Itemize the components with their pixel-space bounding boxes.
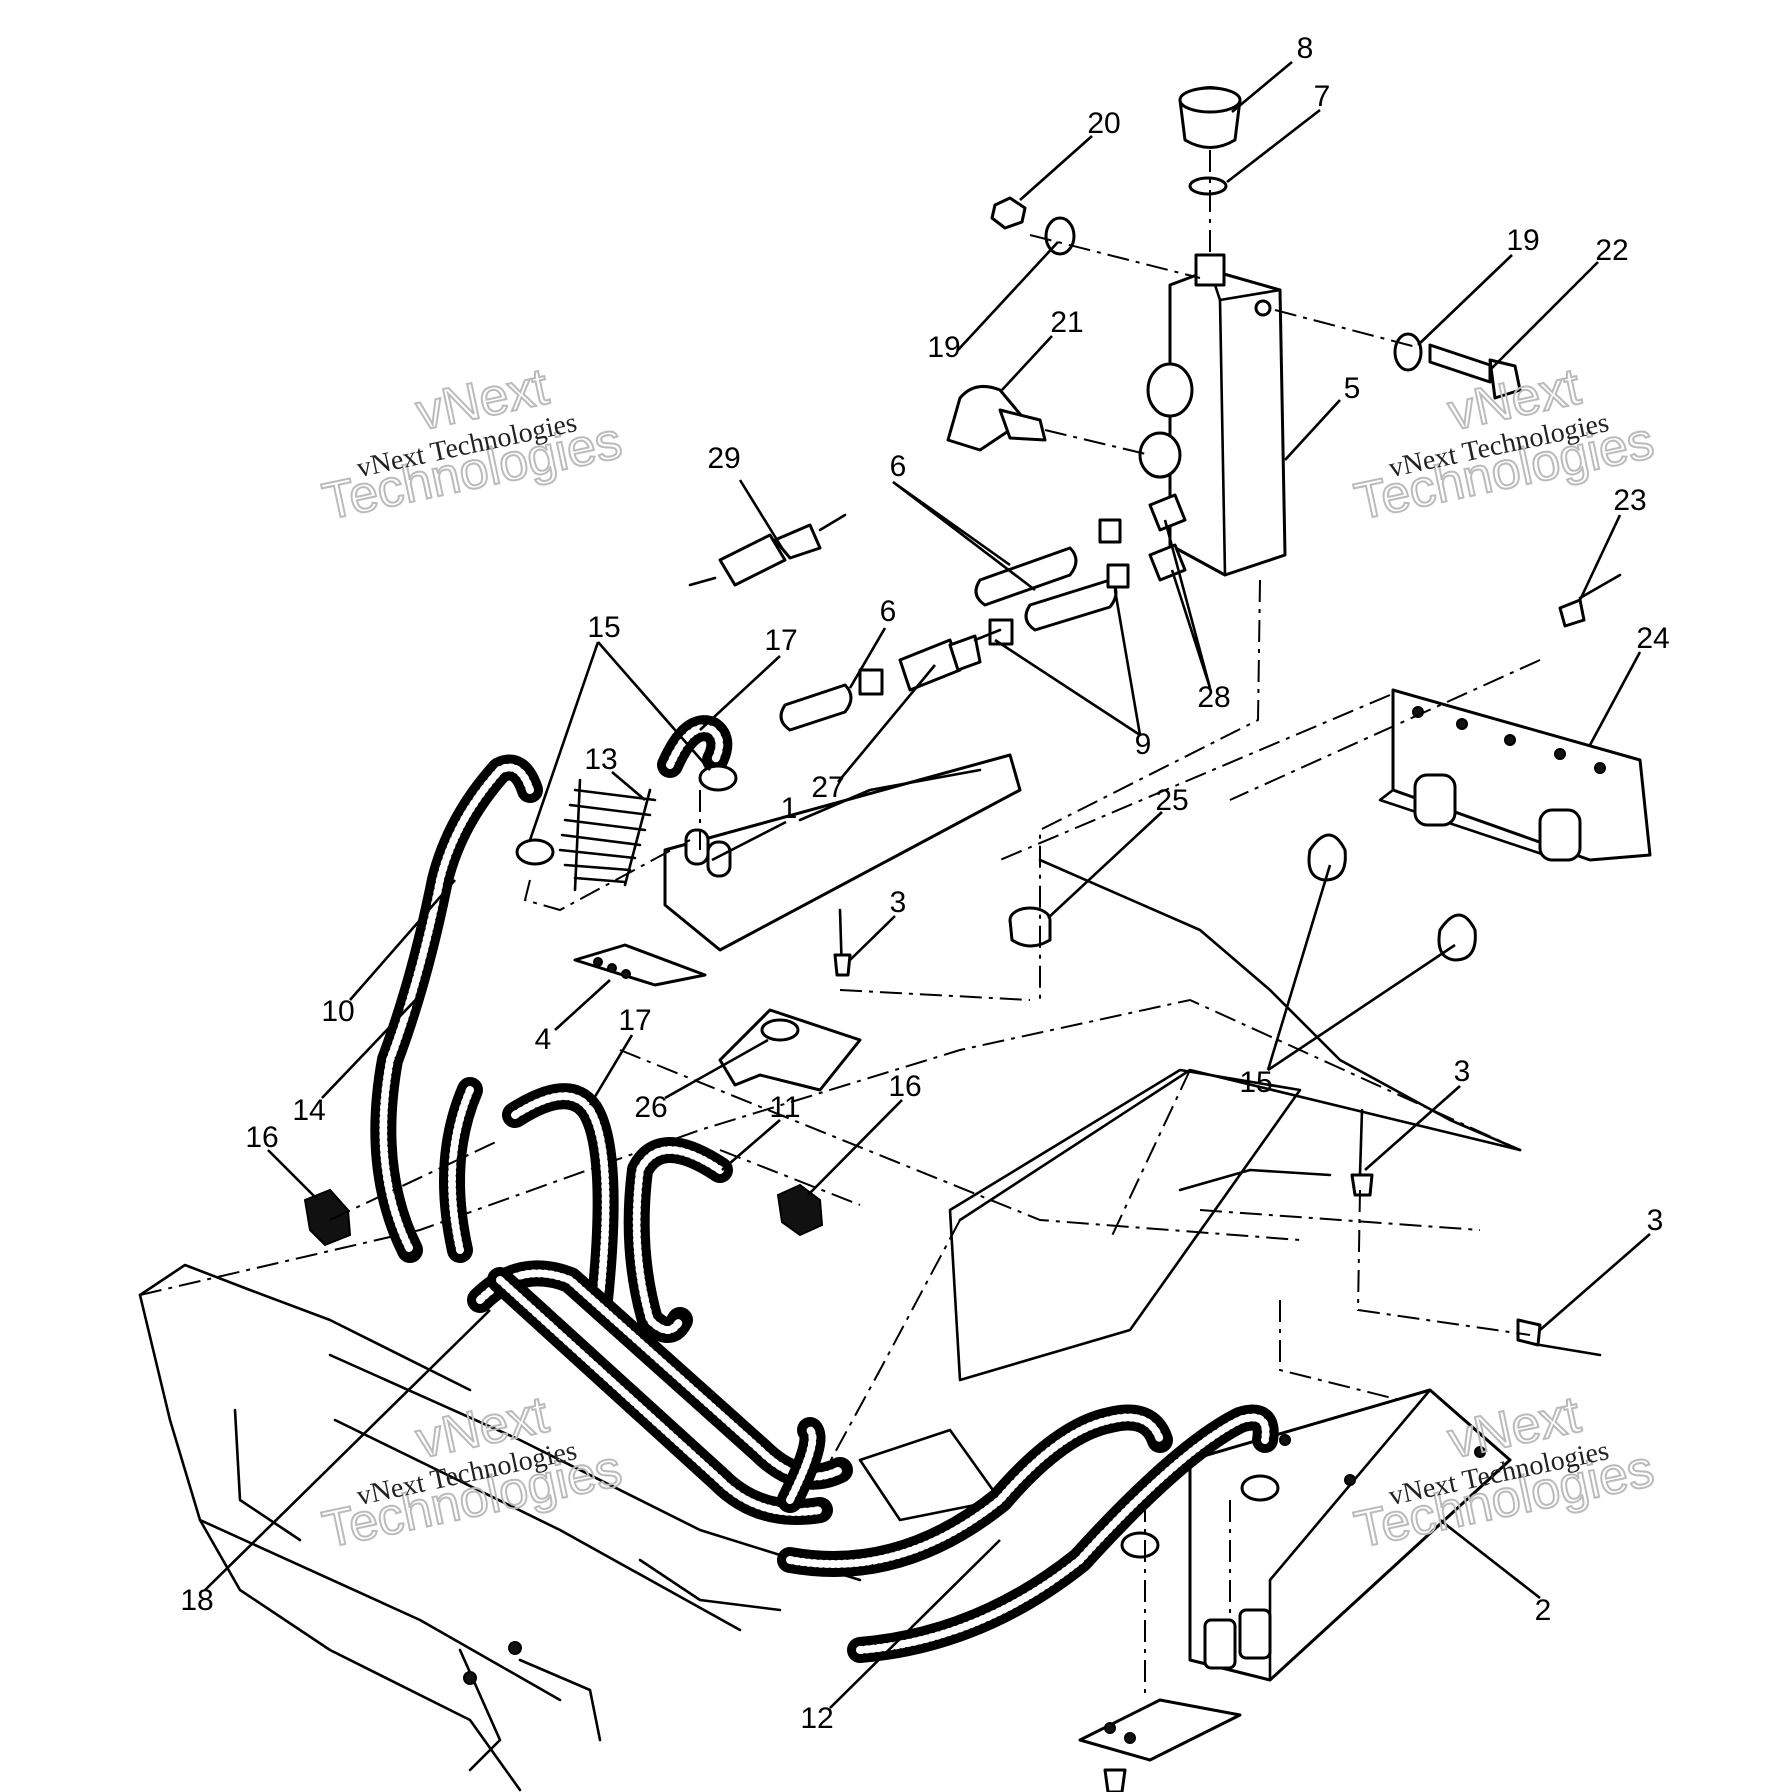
fasteners	[990, 150, 1522, 400]
sensor-21	[946, 384, 1151, 456]
callout-1: 1	[781, 792, 798, 825]
gasket-7	[1188, 176, 1228, 196]
callout-3: 3	[1454, 1055, 1471, 1088]
heat-exchanger-1	[663, 753, 1022, 952]
hose-17	[502, 715, 733, 1313]
callout-16: 16	[245, 1121, 278, 1154]
callout-11: 11	[769, 1091, 800, 1124]
callout-19: 19	[1506, 224, 1539, 257]
callout-15: 15	[1239, 1066, 1272, 1099]
spring-13	[558, 778, 657, 892]
callout-3: 3	[1647, 1204, 1664, 1237]
callout-27: 27	[811, 771, 844, 804]
callout-12: 12	[800, 1702, 833, 1735]
assembly-lines	[329, 579, 1541, 1700]
callout-23: 23	[1613, 484, 1646, 517]
bushing-25	[1008, 906, 1052, 948]
callout-6: 6	[890, 450, 907, 483]
callout-16: 16	[888, 1070, 921, 1103]
chassis-frame	[138, 998, 1522, 1792]
callout-4: 4	[535, 1023, 552, 1056]
bolt-22	[1428, 343, 1492, 384]
callout-24: 24	[1636, 622, 1669, 655]
nut-20	[990, 196, 1027, 230]
callout-8: 8	[1297, 32, 1314, 65]
callout-29: 29	[707, 442, 740, 475]
callout-7: 7	[1314, 80, 1331, 113]
callout-22: 22	[1595, 234, 1628, 267]
callout-13: 13	[584, 743, 617, 776]
callout-28: 28	[1197, 681, 1230, 714]
callout-17: 17	[618, 1004, 651, 1037]
callout-20: 20	[1087, 107, 1120, 140]
callout-25: 25	[1155, 784, 1188, 817]
callout-26: 26	[634, 1091, 667, 1124]
filter-29	[688, 513, 847, 587]
hose-10	[370, 754, 543, 1263]
washer-19	[1044, 216, 1076, 256]
leader-lines	[204, 61, 1651, 1709]
callout-5: 5	[1344, 372, 1361, 405]
callout-14: 14	[292, 1094, 325, 1127]
washer-19-right	[1393, 332, 1423, 372]
hose-14	[439, 1077, 483, 1263]
callout-6: 6	[880, 595, 897, 628]
callout-21: 21	[1050, 306, 1083, 339]
rivet-hole	[463, 1671, 477, 1685]
bracket-24	[1378, 688, 1652, 862]
callout-2: 2	[1535, 1594, 1552, 1627]
callout-15: 15	[587, 611, 620, 644]
callout-17: 17	[764, 624, 797, 657]
coolant-tank-5	[1138, 253, 1287, 577]
mounting-plate-2	[1188, 1388, 1512, 1682]
callout-9: 9	[1135, 728, 1152, 761]
hose-clamps	[303, 764, 1477, 1559]
short-hoses-6	[779, 518, 1130, 732]
filler-cap-8	[1178, 86, 1242, 196]
bracket-4	[573, 943, 707, 987]
rivet-hole	[508, 1641, 522, 1655]
callout-19: 19	[927, 331, 960, 364]
bracket-26	[718, 1008, 862, 1092]
callout-10: 10	[321, 995, 354, 1028]
callout-18: 18	[180, 1584, 213, 1617]
fittings-28	[1148, 493, 1187, 582]
callout-3: 3	[890, 886, 907, 919]
hose-11	[623, 1137, 733, 1343]
hose-12	[777, 1404, 1279, 1663]
lower-bracket	[1078, 1698, 1242, 1792]
check-valve-27	[898, 628, 1002, 692]
